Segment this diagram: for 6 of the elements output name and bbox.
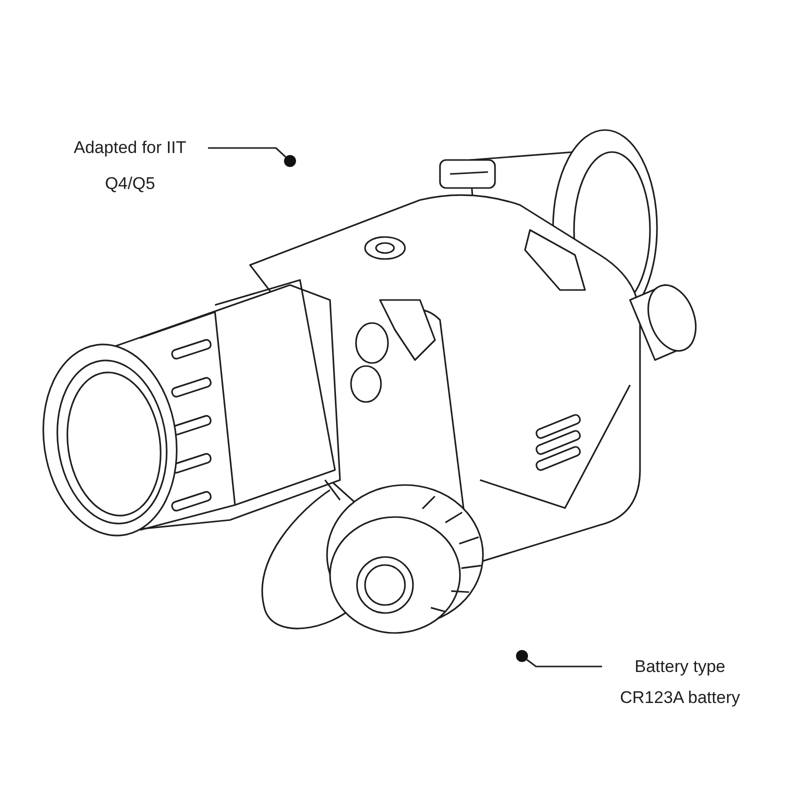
leader-line <box>208 147 286 158</box>
callout-label: Battery type CR123A battery <box>618 656 741 709</box>
callout-label: Adapted for IIT Q4/Q5 <box>72 137 188 195</box>
leader-line <box>526 658 602 668</box>
leader-dot <box>284 155 296 167</box>
leader-dot <box>516 650 528 662</box>
